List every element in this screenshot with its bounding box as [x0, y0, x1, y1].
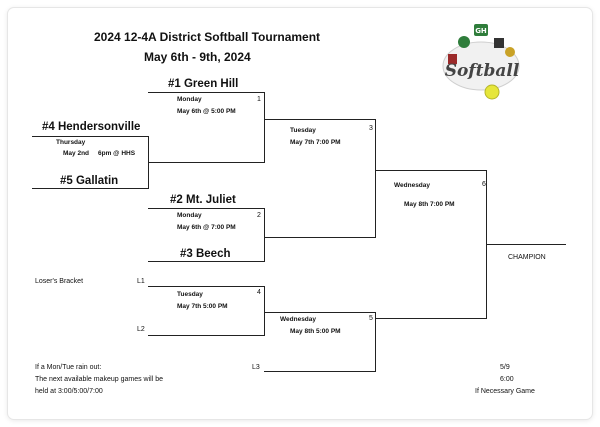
- game1-number: 1: [257, 96, 261, 103]
- game4-datetime: May 7th 5:00 PM: [177, 303, 228, 310]
- h-badge-icon: [494, 38, 504, 48]
- gold-badge-icon: [505, 47, 515, 57]
- game0-day: Thursday: [56, 139, 86, 146]
- team-gallatin: #5 Gallatin: [60, 175, 119, 187]
- game4-number: 4: [257, 289, 261, 296]
- losers-bracket-label: Loser's Bracket: [35, 278, 84, 285]
- tournament-dates: May 6th - 9th, 2024: [144, 50, 251, 64]
- team-hendersonville: #4 Hendersonville: [42, 121, 141, 133]
- gh-badge-icon: [474, 24, 488, 36]
- game3-number: 3: [369, 125, 373, 132]
- page-title: 2024 12-4A District Softball Tournament: [94, 30, 321, 44]
- game1-datetime: May 6th @ 5:00 PM: [177, 108, 236, 115]
- game6-day: Wednesday: [394, 182, 431, 189]
- game3-datetime: May 7th 7:00 PM: [290, 139, 341, 146]
- game3-day: Tuesday: [290, 127, 316, 134]
- game2-number: 2: [257, 212, 261, 219]
- game5-day: Wednesday: [280, 316, 317, 323]
- softball-icon: [484, 84, 500, 100]
- rain-note-line1: If a Mon/Tue rain out:: [35, 364, 102, 371]
- b-badge-icon: [448, 54, 457, 64]
- loser-slot-l3: L3: [252, 364, 260, 371]
- game2-datetime: May 6th @ 7:00 PM: [177, 224, 236, 231]
- team-beech: #3 Beech: [180, 248, 231, 260]
- game6-number: 6: [482, 181, 486, 188]
- loser-slot-l1: L1: [137, 278, 145, 285]
- green-hill-badge-icon: [458, 36, 470, 48]
- game5-number: 5: [369, 315, 373, 322]
- bracket-sheet: 2024 12-4A District Softball Tournament …: [8, 8, 592, 419]
- district-softball-logo: GH Softball: [442, 24, 520, 100]
- game0-time: 6pm @ HHS: [98, 150, 136, 157]
- if-necessary-label: If Necessary Game: [475, 388, 535, 395]
- game5-datetime: May 8th 5:00 PM: [290, 328, 341, 335]
- game2-day: Monday: [177, 212, 202, 219]
- game6-datetime: May 8th 7:00 PM: [404, 201, 455, 208]
- rain-note-line3: held at 3:00/5:00/7:00: [35, 388, 103, 395]
- loser-slot-l2: L2: [137, 326, 145, 333]
- if-necessary-date: 5/9: [500, 364, 510, 371]
- game4-day: Tuesday: [177, 291, 203, 298]
- team-green-hill: #1 Green Hill: [168, 78, 239, 90]
- champion-label: CHAMPION: [508, 254, 546, 261]
- if-necessary-time: 6:00: [500, 376, 514, 383]
- rain-note-line2: The next available makeup games will be: [35, 376, 164, 383]
- svg-text:Softball: Softball: [445, 61, 520, 81]
- team-mt-juliet: #2 Mt. Juliet: [170, 194, 236, 206]
- game1-day: Monday: [177, 96, 202, 103]
- game0-date: May 2nd: [63, 150, 90, 157]
- svg-text:GH: GH: [475, 27, 487, 35]
